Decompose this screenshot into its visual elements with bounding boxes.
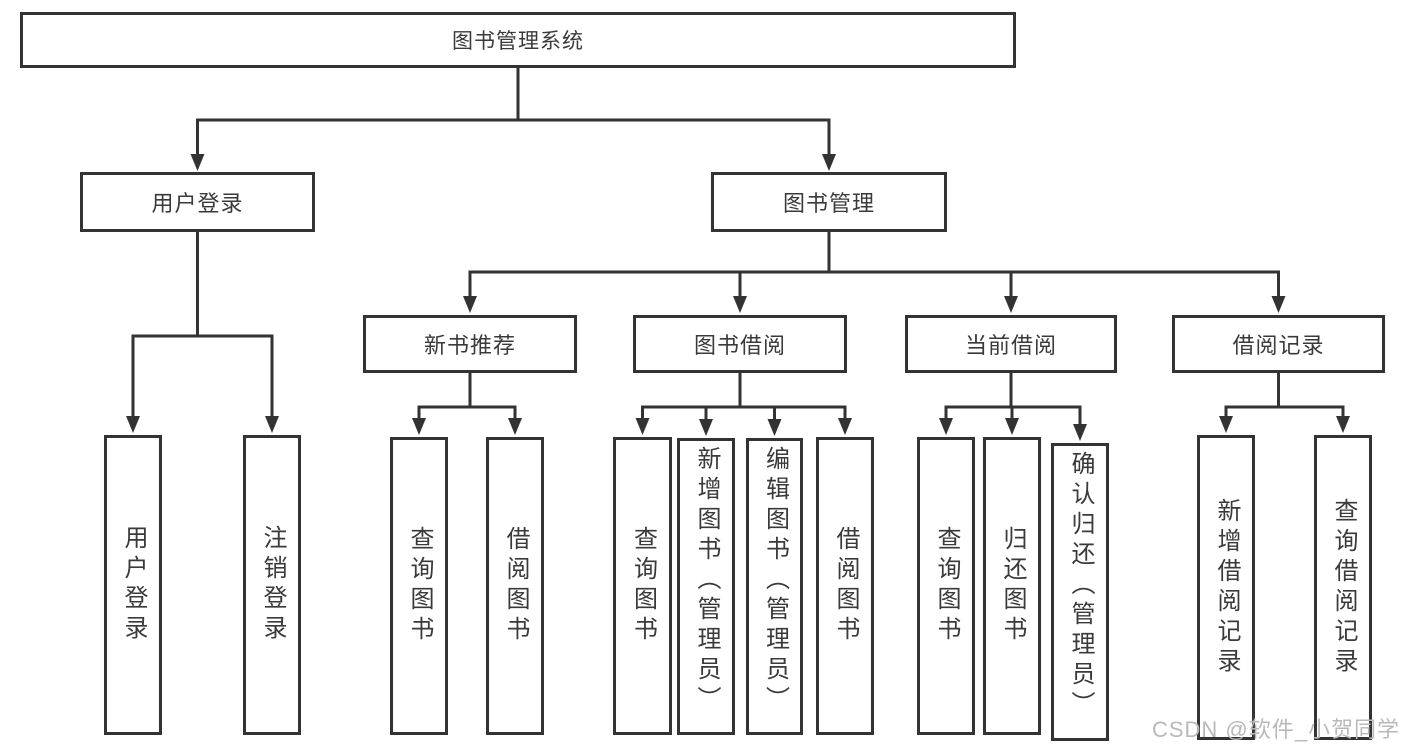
node-book-borrowing-label: 图书借阅 <box>693 333 786 358</box>
node-add-books-admin: 新增图书（管理员） <box>677 438 735 735</box>
node-logout-label: 注销登录 <box>259 525 286 645</box>
node-query-books-3: 查询图书 <box>917 437 975 735</box>
node-library-system: 图书管理系统 <box>20 12 1016 68</box>
node-add-books-admin-label: 新增图书（管理员） <box>693 446 720 716</box>
node-query-borrow-record: 查询借阅记录 <box>1314 435 1372 740</box>
node-user-login: 用户登录 <box>104 435 162 735</box>
node-user-login-branch-label: 用户登录 <box>151 191 244 216</box>
node-return-books-label: 归还图书 <box>999 526 1026 646</box>
node-query-books-2: 查询图书 <box>613 437 672 735</box>
node-borrowing-records-label: 借阅记录 <box>1232 333 1325 358</box>
node-edit-books-admin-label: 编辑图书（管理员） <box>761 446 789 716</box>
node-user-login-branch: 用户登录 <box>80 172 315 232</box>
node-return-books: 归还图书 <box>983 437 1041 735</box>
node-current-borrowing-label: 当前借阅 <box>964 333 1057 358</box>
node-query-books-3-label: 查询图书 <box>933 526 960 646</box>
node-confirm-return-admin-label: 确认归还（管理员） <box>1067 451 1094 721</box>
node-borrow-books-1: 借阅图书 <box>486 437 544 735</box>
node-borrow-books-1-label: 借阅图书 <box>502 526 529 646</box>
node-confirm-return-admin: 确认归还（管理员） <box>1051 443 1109 741</box>
node-query-books-1-label: 查询图书 <box>406 526 433 646</box>
node-query-books-1: 查询图书 <box>390 437 448 735</box>
node-query-borrow-record-label: 查询借阅记录 <box>1330 497 1357 678</box>
node-book-management: 图书管理 <box>711 172 947 232</box>
node-new-book-recommend-label: 新书推荐 <box>423 333 516 358</box>
node-new-book-recommend: 新书推荐 <box>363 315 577 373</box>
node-borrow-books-2: 借阅图书 <box>816 437 874 735</box>
node-query-books-2-label: 查询图书 <box>629 526 657 646</box>
node-library-system-label: 图书管理系统 <box>452 30 584 53</box>
node-user-login-label: 用户登录 <box>120 525 147 645</box>
node-borrow-books-2-label: 借阅图书 <box>832 526 859 646</box>
node-current-borrowing: 当前借阅 <box>905 315 1117 373</box>
node-logout: 注销登录 <box>243 435 301 735</box>
node-add-borrow-record-label: 新增借阅记录 <box>1213 497 1240 678</box>
node-book-management-label: 图书管理 <box>782 191 875 216</box>
node-add-borrow-record: 新增借阅记录 <box>1197 435 1255 740</box>
csdn-watermark: CSDN @软件_小贺同学 <box>1151 717 1400 742</box>
node-edit-books-admin: 编辑图书（管理员） <box>746 438 803 735</box>
node-book-borrowing: 图书借阅 <box>633 315 847 373</box>
node-borrowing-records: 借阅记录 <box>1172 315 1385 373</box>
